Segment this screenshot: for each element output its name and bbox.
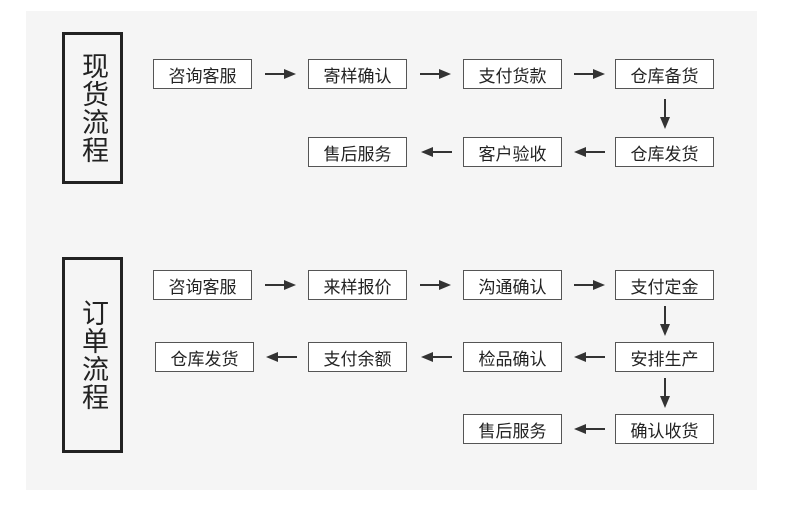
order-step-inspection: 检品确认 — [463, 342, 562, 372]
spot-step-stock-prepare: 仓库备货 — [615, 59, 714, 89]
order-step-production: 安排生产 — [615, 342, 714, 372]
order-step-balance: 支付余额 — [308, 342, 407, 372]
order-step-deposit: 支付定金 — [615, 270, 714, 300]
spot-step-sample-confirm: 寄样确认 — [308, 59, 407, 89]
spot-step-consult: 咨询客服 — [153, 59, 252, 89]
spot-step-pay: 支付货款 — [463, 59, 562, 89]
order-step-receipt: 确认收货 — [615, 414, 714, 444]
order-flow-title-box: 订单流程 — [62, 257, 123, 453]
order-step-communicate: 沟通确认 — [463, 270, 562, 300]
spot-step-after-sales: 售后服务 — [308, 137, 407, 167]
spot-step-customer-accept: 客户验收 — [463, 137, 562, 167]
diagram-panel — [26, 11, 757, 490]
order-step-consult: 咨询客服 — [153, 270, 252, 300]
spot-flow-title-box: 现货流程 — [62, 32, 123, 184]
order-step-sample-quote: 来样报价 — [308, 270, 407, 300]
order-step-after-sales: 售后服务 — [463, 414, 562, 444]
spot-flow-title: 现货流程 — [77, 52, 108, 164]
order-flow-title: 订单流程 — [77, 299, 108, 411]
spot-step-warehouse-ship: 仓库发货 — [615, 137, 714, 167]
order-step-warehouse-ship: 仓库发货 — [155, 342, 254, 372]
